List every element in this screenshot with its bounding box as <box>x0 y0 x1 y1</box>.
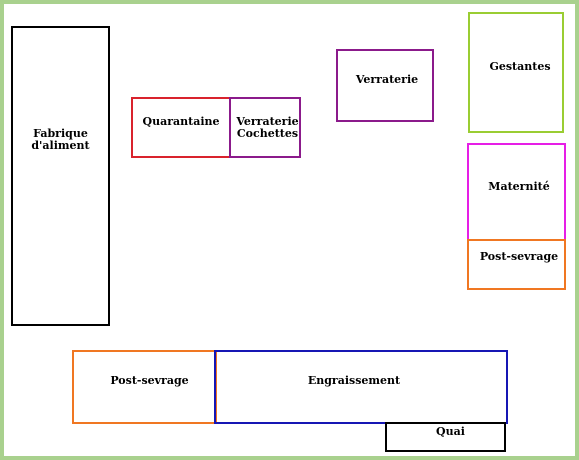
label-quarantaine: Quarantaine <box>142 115 220 128</box>
label-fabrique: Fabrique d'aliment <box>31 127 90 152</box>
label-post-sevrage-bottom: Post-sevrage <box>110 374 189 387</box>
label-gestantes: Gestantes <box>489 60 551 73</box>
label-engraissement: Engraissement <box>307 374 401 387</box>
area-verraterie-cochettes <box>229 97 301 158</box>
area-verraterie <box>336 49 434 122</box>
label-verraterie-cochettes: Verraterie Cochettes <box>236 115 299 140</box>
area-engraissement <box>214 350 508 424</box>
area-post-sevrage-right <box>467 239 566 290</box>
label-quai: Quai <box>436 425 465 438</box>
area-quai <box>385 422 506 452</box>
area-post-sevrage-bottom <box>72 350 217 424</box>
label-post-sevrage-right: Post-sevrage <box>479 250 559 263</box>
area-fabrique <box>11 26 110 326</box>
label-verraterie: Verraterie <box>355 73 419 86</box>
label-maternite: Maternité <box>488 180 550 193</box>
area-gestantes <box>468 12 564 133</box>
